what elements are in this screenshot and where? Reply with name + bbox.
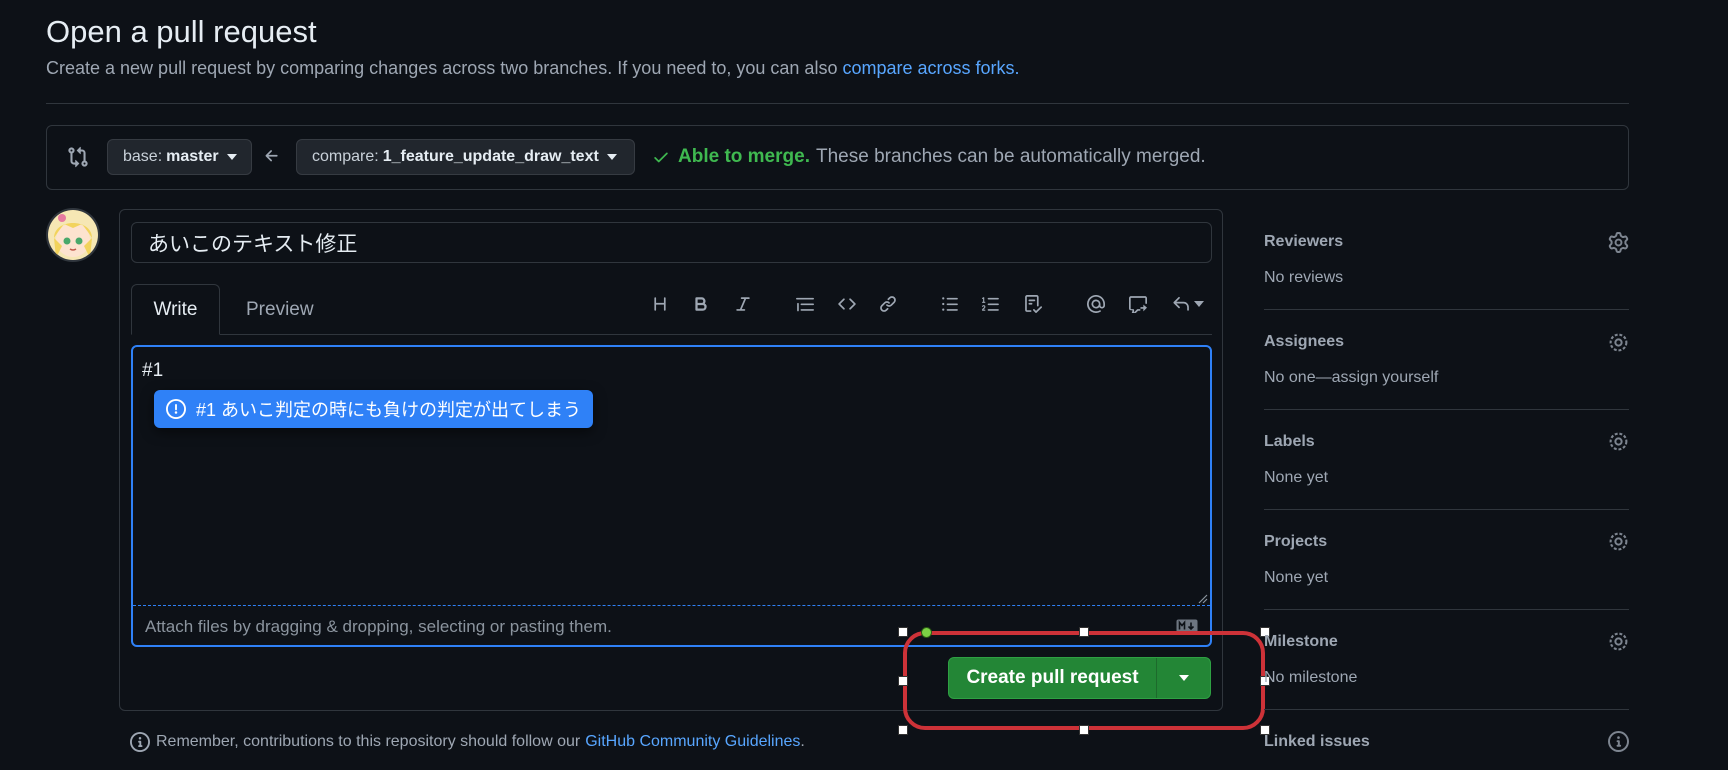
arrow-left-icon: [263, 147, 281, 165]
heading-icon[interactable]: [648, 292, 672, 316]
labels-value: None yet: [1264, 469, 1329, 486]
gear-icon[interactable]: [1608, 631, 1629, 652]
page-title: Open a pull request: [46, 14, 317, 49]
git-compare-icon: [67, 146, 89, 168]
header-divider: [46, 103, 1629, 104]
tab-preview[interactable]: Preview: [246, 299, 314, 320]
assignees-value[interactable]: No one—assign yourself: [1264, 369, 1439, 386]
caret-down-icon: [1178, 675, 1189, 681]
sidebar-divider: [1264, 309, 1629, 310]
gear-icon[interactable]: [1608, 431, 1629, 452]
milestone-value: No milestone: [1264, 669, 1358, 686]
quote-icon[interactable]: [793, 292, 817, 316]
base-branch-name: master: [166, 148, 219, 165]
sidebar-labels: Labels None yet: [1264, 433, 1629, 487]
base-prefix: base:: [123, 148, 163, 165]
tab-divider: [131, 334, 1212, 335]
issue-opened-icon: [166, 399, 196, 419]
link-icon[interactable]: [876, 292, 900, 316]
pull-request-form: [119, 209, 1223, 711]
sidebar-divider: [1264, 609, 1629, 610]
merge-detail-text: These branches can be automatically merg…: [815, 146, 1206, 167]
create-pull-request-group: Create pull request: [948, 657, 1211, 699]
resize-handle-icon[interactable]: [1198, 594, 1208, 604]
projects-title[interactable]: Projects: [1264, 533, 1328, 550]
task-list-icon[interactable]: [1021, 292, 1045, 316]
annotation-handle[interactable]: [898, 676, 908, 686]
body-text: #1: [142, 360, 164, 381]
create-pull-request-button[interactable]: Create pull request: [949, 658, 1157, 698]
annotation-handle[interactable]: [898, 725, 908, 735]
guidelines-suffix: .: [800, 733, 805, 750]
annotation-handle[interactable]: [1260, 676, 1270, 686]
info-icon[interactable]: [1608, 731, 1629, 752]
labels-title[interactable]: Labels: [1264, 433, 1315, 450]
compare-prefix: compare:: [312, 148, 379, 165]
annotation-highlight: [903, 631, 1265, 730]
sidebar-assignees: Assignees No one—assign yourself: [1264, 333, 1629, 387]
gear-icon[interactable]: [1608, 232, 1629, 253]
merge-status: Able to merge. These branches can be aut…: [652, 146, 1206, 168]
annotation-handle[interactable]: [1260, 627, 1270, 637]
issue-suggestion-item[interactable]: #1 あいこ判定の時にも負けの判定が出てしまう: [154, 390, 594, 428]
ordered-list-icon[interactable]: [979, 292, 1003, 316]
sidebar-divider: [1264, 709, 1629, 710]
base-branch-select[interactable]: base:master: [107, 139, 252, 175]
assignees-title[interactable]: Assignees: [1264, 333, 1345, 350]
page-subtitle: Create a new pull request by comparing c…: [46, 58, 1020, 79]
sidebar-divider: [1264, 409, 1629, 410]
annotation-rotate-handle[interactable]: [921, 627, 932, 638]
reference-icon[interactable]: [1126, 292, 1150, 316]
create-options-dropdown[interactable]: [1157, 658, 1210, 698]
compare-branch-select[interactable]: compare:1_feature_update_draw_text: [296, 139, 635, 175]
merge-ok-text: Able to merge.: [678, 146, 810, 167]
annotation-handle[interactable]: [898, 627, 908, 637]
caret-down-icon: [226, 154, 237, 160]
reply-icon[interactable]: [1168, 292, 1208, 316]
compare-branch-name: 1_feature_update_draw_text: [382, 148, 599, 165]
sidebar-linked-issues: Linked issues: [1264, 733, 1629, 751]
gear-icon[interactable]: [1608, 531, 1629, 552]
italic-icon[interactable]: [731, 292, 755, 316]
gear-icon[interactable]: [1608, 332, 1629, 353]
projects-value: None yet: [1264, 569, 1329, 586]
mention-icon[interactable]: [1084, 292, 1108, 316]
check-icon: [652, 148, 670, 166]
annotation-handle[interactable]: [1260, 725, 1270, 735]
milestone-title[interactable]: Milestone: [1264, 633, 1338, 650]
sidebar-reviewers: Reviewers No reviews: [1264, 233, 1629, 287]
reviewers-title[interactable]: Reviewers: [1264, 233, 1344, 250]
compare-forks-link[interactable]: compare across forks.: [842, 58, 1020, 78]
sidebar-milestone: Milestone No milestone: [1264, 633, 1629, 687]
suggestion-label: #1 あいこ判定の時にも負けの判定が出てしまう: [196, 400, 582, 420]
contribution-guidelines-note: Remember, contributions to this reposito…: [130, 732, 805, 752]
code-icon[interactable]: [835, 292, 859, 316]
community-guidelines-link[interactable]: GitHub Community Guidelines: [585, 733, 801, 750]
sidebar-projects: Projects None yet: [1264, 533, 1629, 587]
unordered-list-icon[interactable]: [938, 292, 962, 316]
annotation-handle[interactable]: [1079, 627, 1089, 637]
info-icon: [130, 732, 156, 752]
attach-divider: [133, 605, 1210, 606]
caret-down-icon: [1194, 301, 1204, 307]
sidebar-divider: [1264, 509, 1629, 510]
subtitle-text: Create a new pull request by comparing c…: [46, 58, 843, 78]
guidelines-text: Remember, contributions to this reposito…: [156, 733, 581, 750]
bold-icon[interactable]: [689, 292, 713, 316]
markdown-icon[interactable]: [1176, 619, 1198, 633]
avatar: [46, 208, 100, 262]
reviewers-value: No reviews: [1264, 269, 1344, 286]
tab-write[interactable]: Write: [131, 284, 220, 335]
linked-issues-title[interactable]: Linked issues: [1264, 733, 1370, 750]
annotation-handle[interactable]: [1079, 725, 1089, 735]
attach-files-hint[interactable]: Attach files by dragging & dropping, sel…: [145, 617, 612, 636]
caret-down-icon: [606, 154, 617, 160]
title-input[interactable]: あいこのテキスト修正: [131, 222, 1212, 263]
